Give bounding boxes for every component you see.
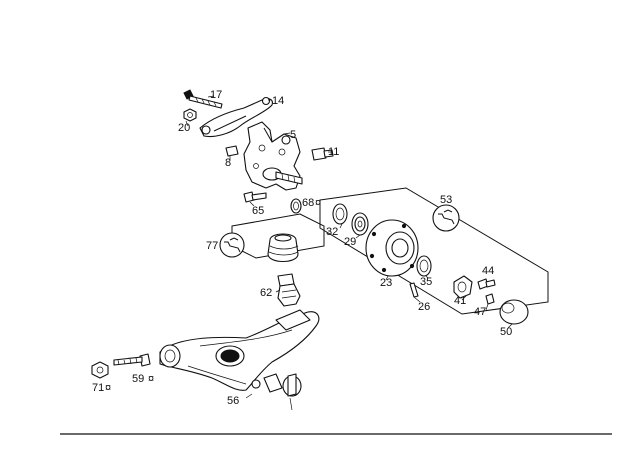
stud-part [311,147,334,161]
screw-part [477,278,496,290]
dust-cap-part [499,299,529,325]
washer-part [485,293,495,305]
callout-label: 77 [206,240,218,252]
bolt-part [113,353,151,367]
callout-label: 17 [210,89,222,101]
callout-label: 56 [227,395,239,407]
kit-outline-bearing [319,187,549,315]
nut-part [91,361,109,379]
callout-label: 26 [418,301,430,313]
wrench-icon [432,204,460,232]
callout-label: 20 [178,122,190,134]
steering-arm-part [199,96,273,138]
nut-part [183,108,197,122]
seal-ring-part [290,198,302,214]
callout-marker: ¤ [105,382,111,394]
callout-marker: ¤ [315,197,321,209]
callout-label: 62 [260,287,272,299]
lower-control-arm-part [159,309,320,391]
callout-label: 5 [290,129,296,141]
seal-part [332,203,348,225]
steering-knuckle-part [243,121,303,191]
callout-label: 14 [272,95,284,107]
ball-joint-part [277,273,301,307]
callout-label: 23 [380,277,392,289]
nut-part [453,275,473,299]
callout-label: 8 [225,157,231,169]
boot-part [267,233,299,263]
callout-label: 47 [474,306,486,318]
ball-joint-part [251,373,302,411]
callout-label: 32 [326,226,338,238]
callout-label: 11 [328,146,339,158]
callout-label: 53 [440,194,452,206]
callout-label: 68 [302,197,314,209]
bearing-part [351,212,369,236]
callout-label: 59 [132,373,144,385]
callout-label: 35 [420,276,432,288]
wrench-icon [219,232,245,258]
callout-label: 44 [482,265,494,277]
bolt-part [243,191,267,203]
callout-label: 50 [500,326,512,338]
bolt-part [183,89,223,109]
wheel-stud-part [409,282,419,298]
callout-label: 65 [252,205,264,217]
callout-label: 29 [344,236,356,248]
wheel-hub-part [365,219,419,277]
callout-label: 41 [454,295,466,307]
leader-lines [185,95,513,399]
callout-label: 71 [92,382,104,394]
cap-part [225,145,239,157]
bearing-part [416,255,432,277]
callout-marker: ¤ [148,373,154,385]
